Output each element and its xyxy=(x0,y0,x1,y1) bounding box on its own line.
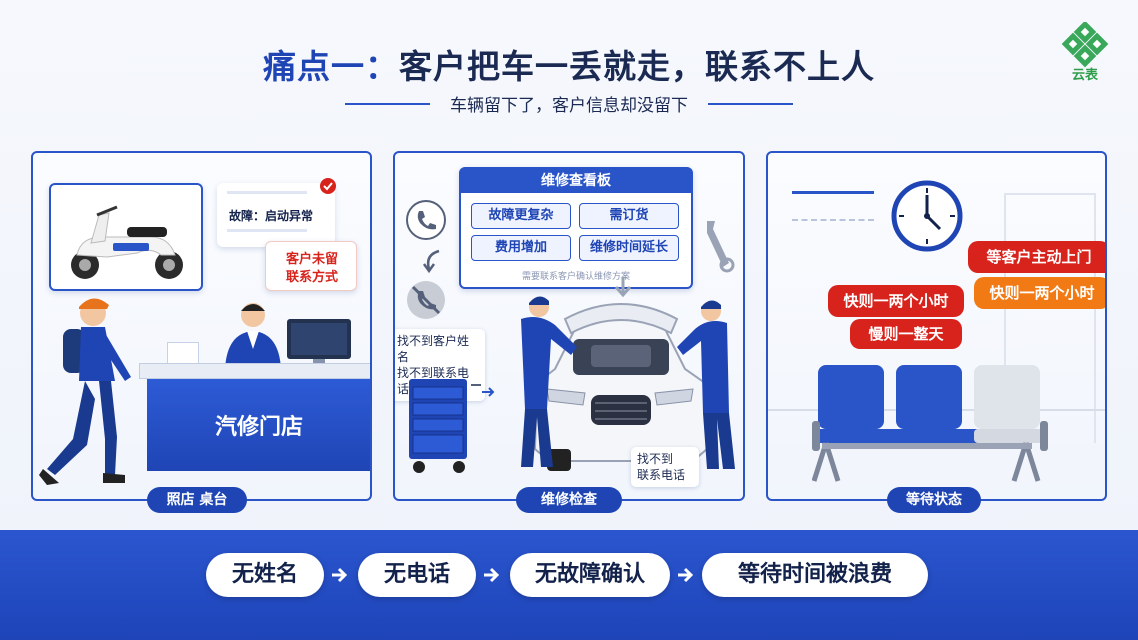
scooter-card xyxy=(49,183,203,291)
wrench-icon xyxy=(707,221,735,273)
flow-step-no-phone: 无电话 xyxy=(358,553,476,597)
page-title: 痛点一：客户把车一丢就走，联系不上人 xyxy=(0,40,1138,88)
note-right-line1: 找不到 xyxy=(637,452,674,466)
arrow-right-icon xyxy=(678,567,694,583)
board-item-cost-increase: 费用增加 xyxy=(471,235,571,261)
note-line xyxy=(227,191,307,194)
page-title-accent: 痛点一： xyxy=(263,47,399,86)
panel-front-desk: 故障：启动异常 客户未留 联系方式 汽修门店 xyxy=(31,151,372,501)
fault-note-text: 故障：启动异常 xyxy=(229,209,314,223)
fault-note-card: 故障：启动异常 xyxy=(217,183,335,247)
wall-stripe xyxy=(792,191,874,194)
logo-icon xyxy=(1061,22,1109,68)
note-line xyxy=(227,229,307,232)
monitor-icon xyxy=(287,319,351,371)
phone-disabled-icon xyxy=(407,281,445,319)
car-icon xyxy=(521,296,735,471)
tool-cart-icon xyxy=(409,379,481,473)
note-missing-phone-right: 找不到 联系电话 xyxy=(631,447,699,487)
note-missing-name: 找不到客户姓名 xyxy=(397,334,470,364)
arrow-right-icon xyxy=(332,567,348,583)
subtitle: 车辆留下了，客户信息却没留下 xyxy=(450,96,688,116)
clock-icon xyxy=(891,180,963,252)
waiting-chairs-icon xyxy=(812,365,1048,482)
panel-waiting: 等客户主动上门 快则一两个小时 快则一两个小时 慢则一整天 xyxy=(766,151,1107,501)
check-badge-icon xyxy=(320,178,336,194)
flow-step-no-name: 无姓名 xyxy=(206,553,324,597)
missing-contact-bubble: 客户未留 联系方式 xyxy=(265,241,357,291)
panel-label-waiting: 等待状态 xyxy=(887,487,981,513)
panel-repair-check: 维修查看板 故障更复杂 需订货 费用增加 维修时间延长 需要联系客户确认维修方案… xyxy=(393,151,745,501)
bubble-fast-orange: 快则一两个小时 xyxy=(974,277,1105,309)
counter-front: 汽修门店 xyxy=(147,379,370,471)
counter-sign: 汽修门店 xyxy=(214,415,303,440)
page-title-main: 客户把车一丢就走，联系不上人 xyxy=(399,47,875,86)
board-footnote: 需要联系客户确认维修方案 xyxy=(521,272,630,282)
bubble-slow: 慢则一整天 xyxy=(850,319,962,349)
panel-label-front-desk: 照店 桌台 xyxy=(147,487,247,513)
subtitle-row: 车辆留下了，客户信息却没留下 xyxy=(0,91,1138,116)
repair-board-title: 维修查看板 xyxy=(461,169,691,193)
counter-top xyxy=(139,363,370,379)
arrow-down-icon xyxy=(614,277,632,298)
phone-icon xyxy=(406,200,446,240)
receptionist-icon xyxy=(225,303,281,369)
customer-walking-icon xyxy=(39,298,131,485)
note-right-line2: 联系电话 xyxy=(637,468,686,482)
missing-contact-line1: 客户未留 xyxy=(285,252,338,267)
panel-label-repair-check: 维修检查 xyxy=(516,487,622,513)
bubble-wait-customer: 等客户主动上门 xyxy=(968,241,1105,273)
flow-step-time-wasted: 等待时间被浪费 xyxy=(702,553,928,597)
wall-stripe-dashed xyxy=(792,219,874,221)
bubble-fast-red: 快则一两个小时 xyxy=(828,285,964,317)
arrow-right-icon xyxy=(484,567,500,583)
board-item-time-extended: 维修时间延长 xyxy=(579,235,679,261)
board-item-complex-fault: 故障更复杂 xyxy=(471,203,571,229)
note-missing-phone: 找不到联系电话 xyxy=(397,366,470,396)
flow-step-no-fault-confirm: 无故障确认 xyxy=(510,553,670,597)
subtitle-divider-left xyxy=(345,103,430,105)
board-item-order-parts: 需订货 xyxy=(579,203,679,229)
missing-contact-line2: 联系方式 xyxy=(285,270,338,285)
subtitle-divider-right xyxy=(708,103,793,105)
arrow-right-icon xyxy=(482,387,495,397)
logo-text: 云表 xyxy=(1071,68,1098,83)
arrow-down-icon xyxy=(422,249,440,274)
scooter-icon xyxy=(71,205,183,279)
repair-board: 维修查看板 故障更复杂 需订货 费用增加 维修时间延长 需要联系客户确认维修方案 xyxy=(459,167,693,289)
door-frame xyxy=(1004,193,1096,443)
